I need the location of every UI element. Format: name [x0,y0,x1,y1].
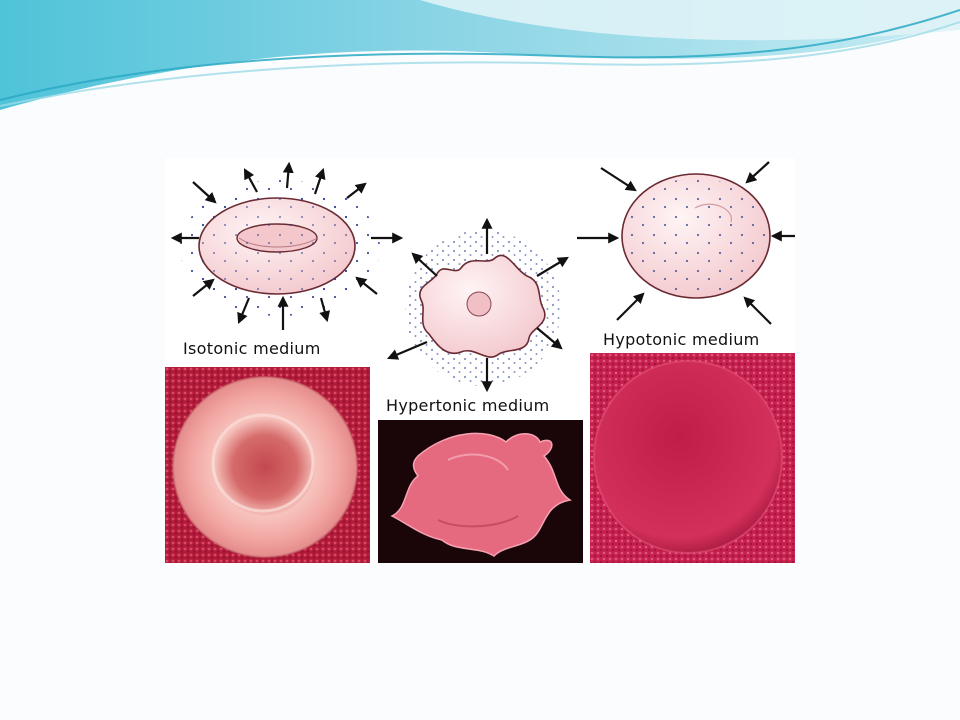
micrograph-hypotonic [590,353,795,563]
arrow-out-icon [386,217,569,393]
arrow-in-icon [192,181,378,330]
hypertonic-cell-diagram [386,217,569,393]
micrograph-hypertonic [378,420,583,563]
arrow-out-icon [170,161,404,325]
osmosis-figure: Isotonic medium Hypertonic medium Hypoto… [165,158,795,563]
arrow-in-icon [577,161,795,325]
isotonic-cell-diagram [170,161,404,330]
label-hypertonic-medium: Hypertonic medium [386,396,550,415]
figure-diagram [170,161,795,393]
micrograph-isotonic [165,367,370,563]
label-hypotonic-medium: Hypotonic medium [603,330,760,349]
slide-header-wave [0,0,960,110]
hypotonic-cell-diagram [577,161,795,325]
label-isotonic-medium: Isotonic medium [183,339,321,358]
